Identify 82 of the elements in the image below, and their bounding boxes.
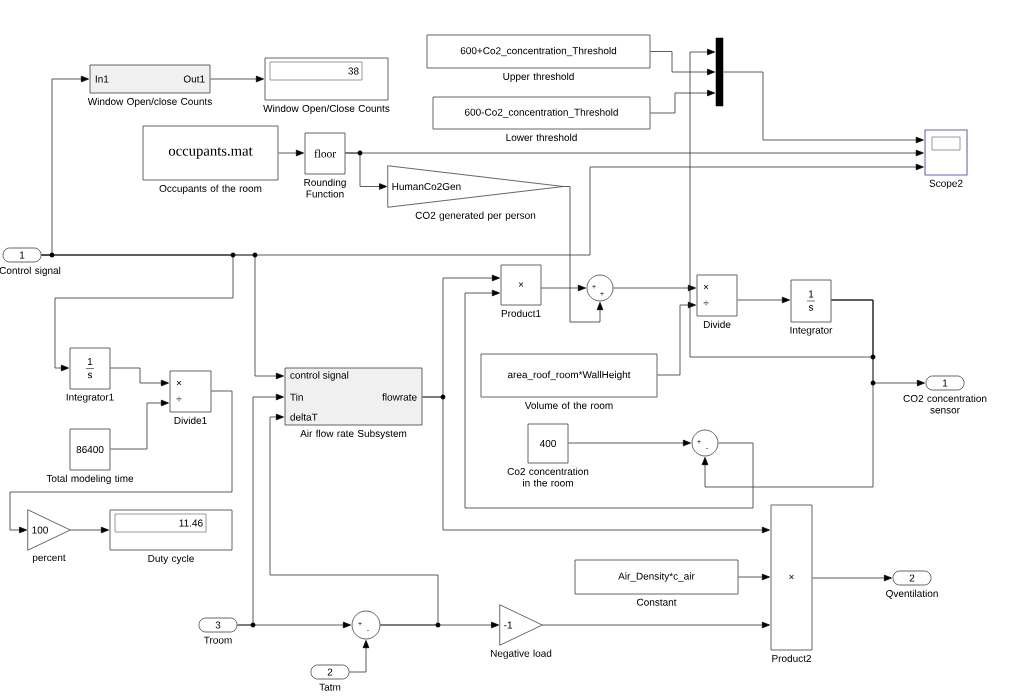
block-label: Occupants of the room — [159, 184, 262, 194]
block-label: Divide — [703, 320, 731, 328]
signal-line — [237, 621, 351, 629]
signal-line — [349, 640, 370, 673]
signal-line — [737, 296, 790, 304]
block-label: Rounding Function — [304, 178, 346, 198]
display-block: 11.46 — [109, 509, 233, 551]
constant-block: 600-Co2_concentration_Threshold — [432, 96, 651, 130]
constant-block: 600+Co2_concentration_Threshold — [426, 34, 651, 69]
subsystem-block: In1 Out1 — [89, 64, 211, 94]
signal-line — [722, 71, 924, 144]
signal-line — [41, 163, 924, 256]
signal-line — [269, 413, 439, 626]
signal-line — [701, 299, 874, 488]
signal-line — [110, 399, 169, 450]
signal-line — [812, 574, 892, 582]
divide-block: × ÷ — [696, 274, 738, 317]
block-label: Tatm — [319, 683, 341, 691]
signal-line — [210, 75, 264, 83]
signal-line — [568, 439, 691, 447]
node-label: deltaT — [290, 413, 318, 421]
constant-block: 86400 — [69, 428, 111, 471]
function-block: floor — [304, 132, 346, 175]
node-label: flowrate — [382, 393, 417, 401]
block-label: Total modeling time — [46, 474, 134, 484]
signal-line — [278, 149, 304, 157]
constant-block: Air_Density*c_air — [574, 559, 739, 595]
signal-line — [541, 621, 770, 629]
signal-line — [613, 284, 696, 292]
signal-line — [650, 89, 716, 114]
block-label: CO2 concentration sensor — [903, 394, 987, 414]
block-label: Volume of the room — [524, 401, 613, 409]
block-label: Upper threshold — [503, 72, 574, 82]
display-block: 38 — [264, 57, 389, 101]
signal-line — [9, 390, 233, 534]
block-label: Control signal — [0, 266, 61, 276]
signal-line — [110, 367, 169, 387]
block-label: Product1 — [501, 309, 541, 317]
signal-line — [650, 51, 716, 76]
signal-line — [464, 289, 754, 509]
block-label: Integrator — [790, 326, 833, 336]
block-label: Negative load — [490, 649, 552, 659]
block-label: Scope2 — [929, 179, 963, 189]
constant-block: area_roof_room*WallHeight — [480, 353, 658, 398]
signal-line — [345, 152, 387, 190]
divide-block: × ÷ — [169, 370, 212, 413]
block-label: Window Open/close Counts — [87, 97, 212, 107]
block-label: Integrator1 — [66, 393, 114, 403]
block-label: Air flow rate Subsystem — [300, 429, 407, 439]
block-label: Troom — [203, 636, 232, 644]
integrator-block: 1 s — [69, 347, 111, 390]
block-label: Product2 — [772, 654, 811, 663]
gain-triangle: 100 — [27, 509, 71, 551]
block-label: Divide1 — [174, 416, 207, 424]
subsystem-block: control signal Tin deltaT flowrate — [284, 367, 423, 426]
block-label: Lower threshold — [506, 133, 577, 141]
node-label: Out1 — [183, 75, 205, 83]
signal-line — [738, 573, 770, 581]
block-label: percent — [32, 554, 66, 564]
node-label: control signal — [290, 371, 349, 381]
signal-line — [562, 186, 604, 323]
signal-line — [380, 621, 499, 629]
block-label: Constant — [637, 598, 677, 606]
signal-line — [541, 284, 586, 292]
gain-triangle: -1 — [499, 604, 543, 646]
signal-line — [657, 301, 696, 376]
product-block: × — [500, 264, 542, 306]
block-label: Window Open/Close Counts — [263, 104, 390, 114]
block-label: CO2 generated per person — [415, 211, 536, 221]
signal-line — [69, 526, 109, 534]
signal-line — [422, 396, 770, 534]
block-label: Co2 concentration in the room — [507, 467, 589, 487]
block-label: Qventilation — [886, 589, 938, 599]
gain-triangle: HumanCo2Gen — [387, 165, 564, 208]
product-block: × — [770, 504, 813, 651]
constant-block: 400 — [527, 423, 569, 464]
integrator-block: 1 s — [790, 279, 832, 323]
node-label: In1 — [95, 75, 109, 83]
file-block: occupants.mat — [142, 125, 279, 181]
node-label: Tin — [290, 393, 303, 401]
block-label: Duty cycle — [148, 554, 194, 564]
signal-line — [689, 48, 874, 358]
